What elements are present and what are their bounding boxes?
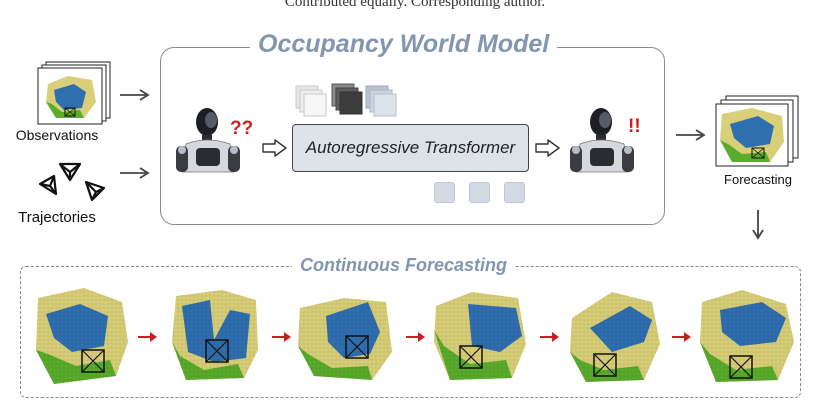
humanoid-robot-answer-icon	[570, 108, 634, 173]
world-model-title: Occupancy World Model	[250, 30, 558, 59]
input-arrows	[120, 89, 150, 179]
occupancy-thumbnail-icon	[46, 76, 96, 118]
red-arrow-icon	[672, 332, 691, 342]
footnote-text: Contributed equally. Corresponding autho…	[284, 0, 546, 10]
red-arrow-icon	[406, 332, 425, 342]
question-marks: ??	[230, 118, 254, 139]
forecast-sequence	[36, 288, 794, 384]
trajectories-icon	[38, 162, 106, 202]
output-token	[434, 182, 455, 203]
sequence-arrows	[138, 332, 691, 342]
occupancy-frame-2	[172, 290, 258, 380]
observations-image-stack	[37, 61, 111, 125]
output-token	[504, 182, 525, 203]
trajectories-label: Trajectories	[18, 209, 96, 226]
observations-label: Observations	[15, 127, 99, 143]
humanoid-robot-query-icon	[176, 108, 240, 173]
occupancy-frame-4	[434, 292, 526, 380]
arrow-out-of-transformer-icon	[535, 139, 560, 157]
occupancy-thumbnail-icon	[720, 108, 784, 162]
occupancy-frame-1	[36, 288, 128, 384]
down-arrow	[752, 210, 764, 240]
red-arrow-icon	[272, 332, 291, 342]
red-arrow-icon	[138, 332, 157, 342]
occupancy-frame-3	[298, 298, 392, 380]
occupancy-frame-5	[570, 292, 660, 382]
red-arrow-icon	[540, 332, 559, 342]
continuous-forecasting-title: Continuous Forecasting	[292, 255, 515, 276]
autoregressive-transformer-block: Autoregressive Transformer	[292, 124, 529, 172]
occupancy-frame-6	[700, 290, 794, 382]
exclamation-marks: !!	[628, 116, 641, 137]
forecasting-image-stack	[715, 95, 799, 167]
forecasting-label: Forecasting	[724, 172, 792, 187]
arrow-into-transformer-icon	[262, 139, 287, 157]
output-token	[469, 182, 490, 203]
output-arrow	[676, 129, 706, 141]
input-tokens	[295, 83, 397, 117]
